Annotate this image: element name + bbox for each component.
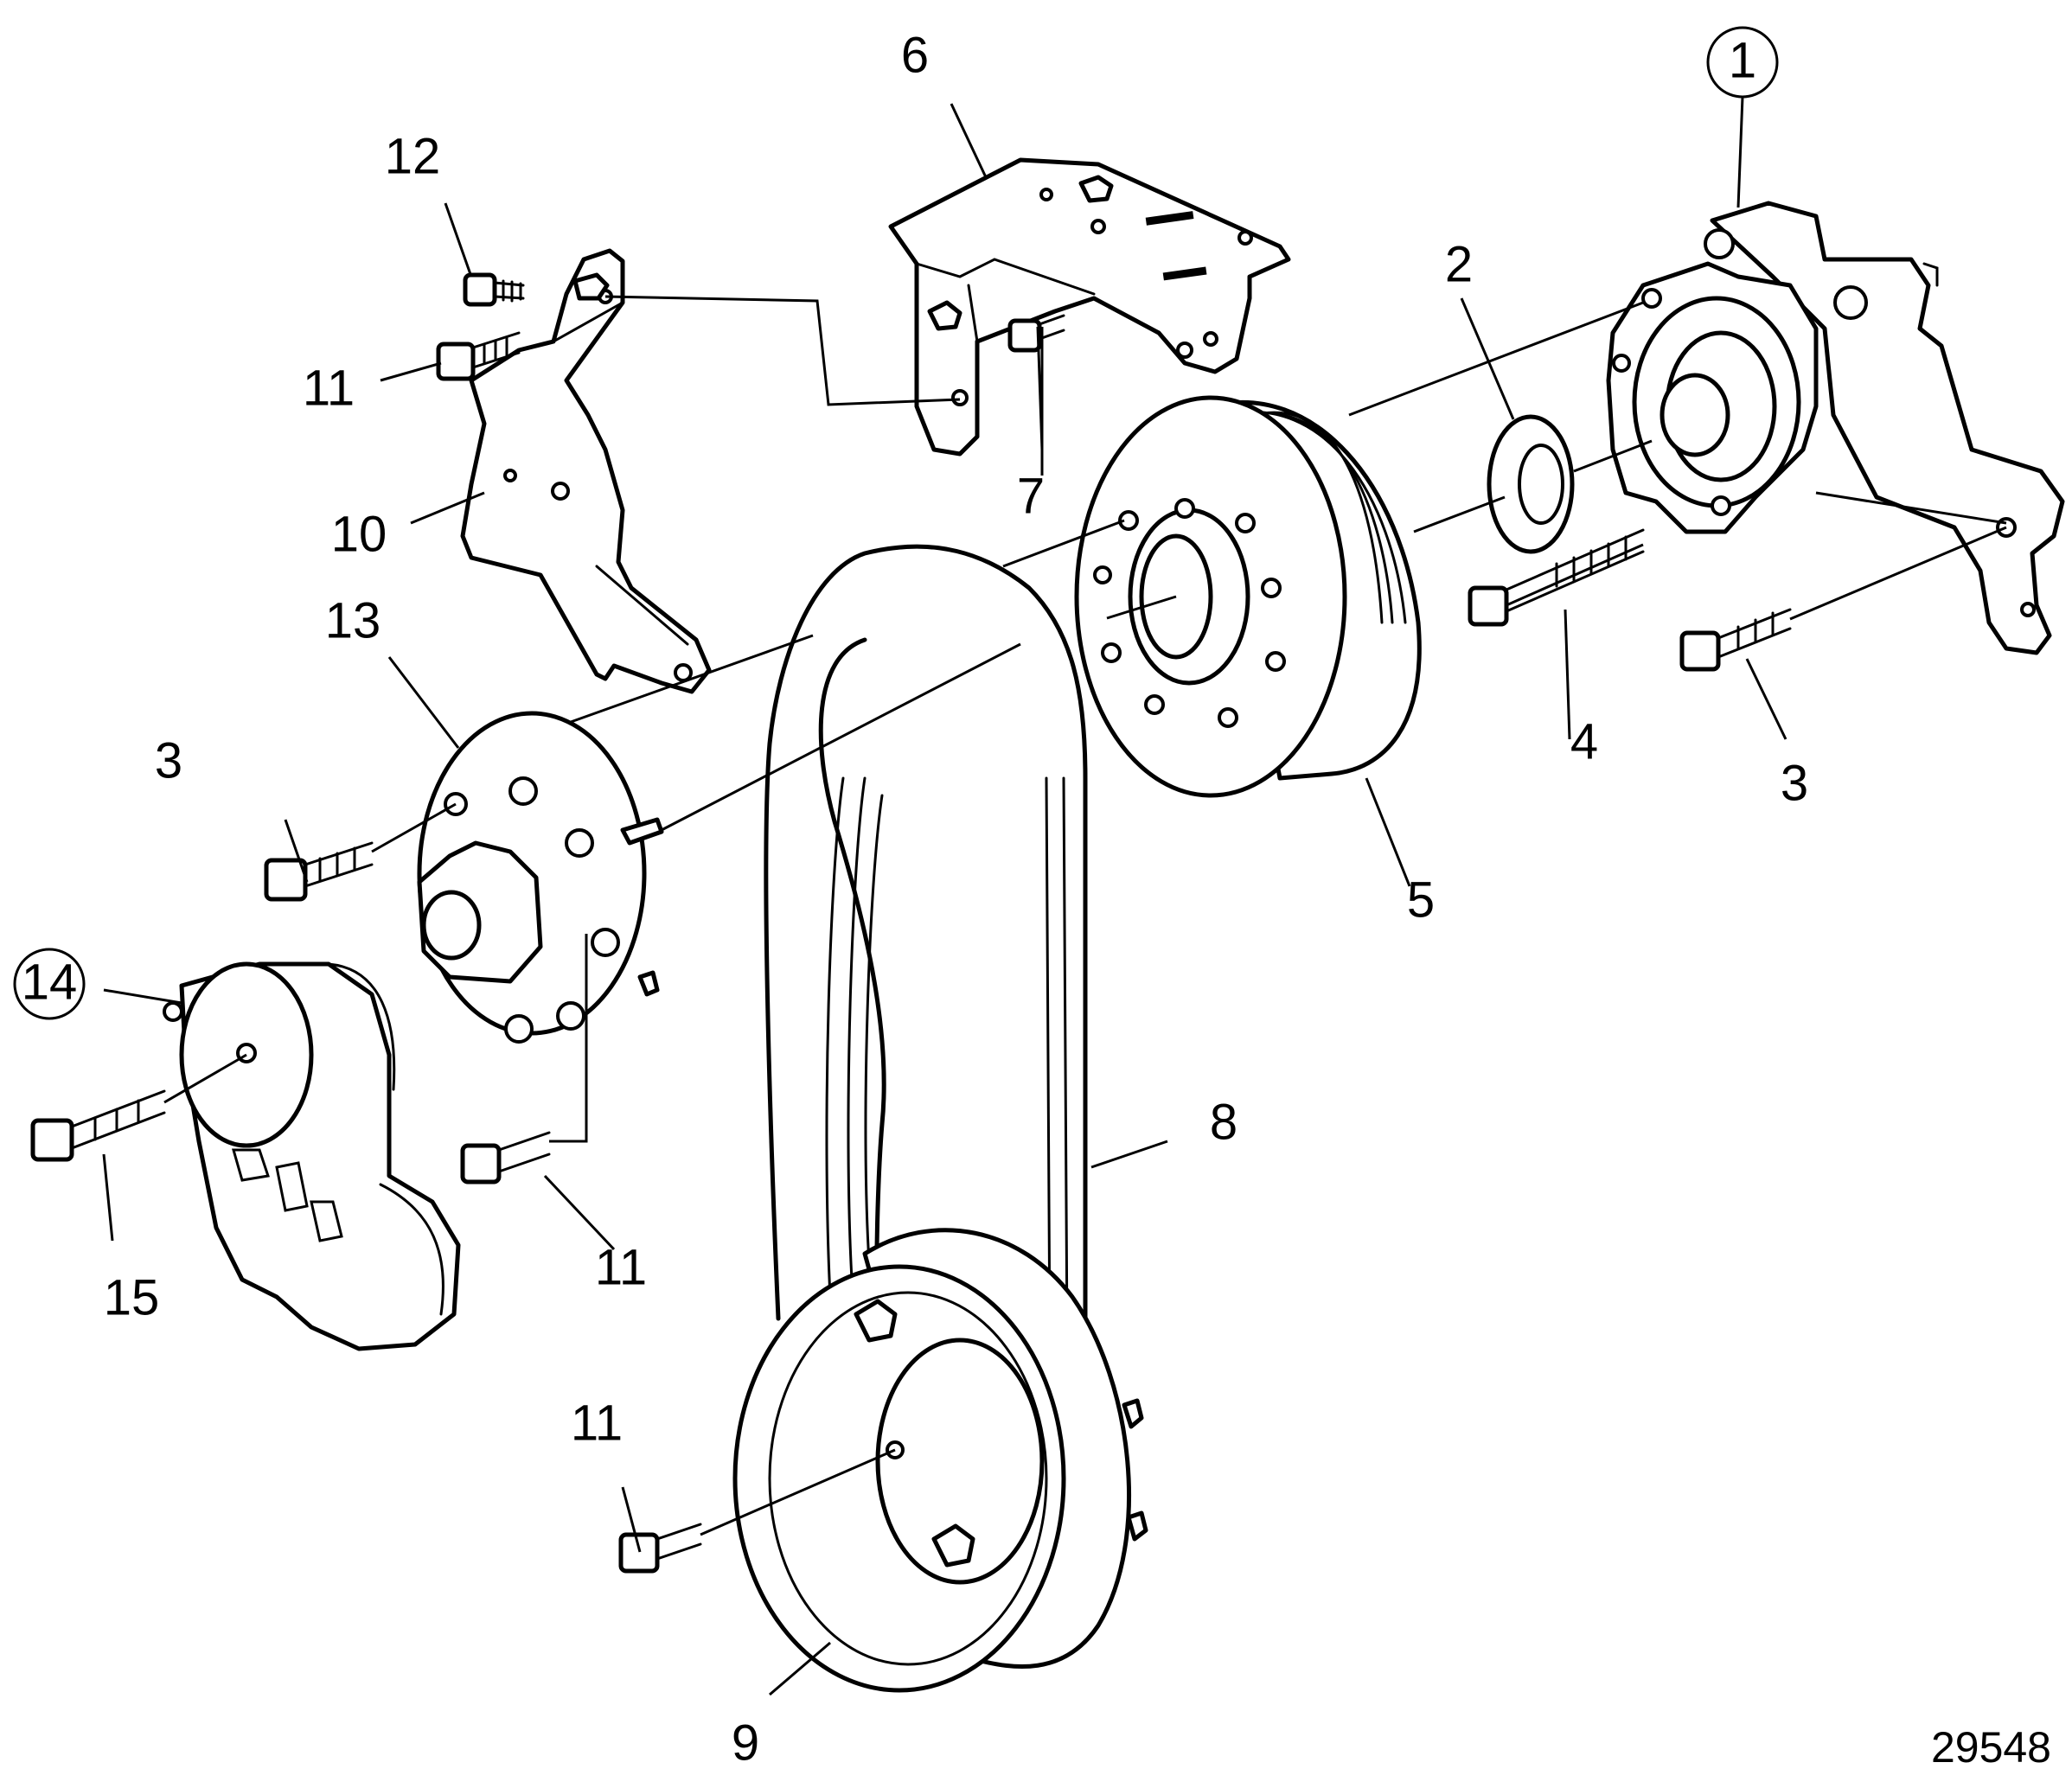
bolt-11-top (436, 331, 521, 381)
callout-12: 12 (385, 128, 441, 184)
callout-7: 7 (1017, 468, 1045, 524)
callout-8: 8 (1210, 1094, 1237, 1150)
callout-leaders (102, 96, 1787, 1696)
callout-11-top: 11 (303, 360, 355, 416)
callout-3-left: 3 (155, 732, 182, 789)
bolt-12 (463, 272, 525, 307)
belt-tensioner (163, 961, 461, 1351)
bolt-7 (1007, 314, 1065, 353)
large-pulley (1074, 395, 1422, 798)
alignment-lines (163, 301, 2007, 1536)
bolt-11-middle (460, 1131, 551, 1185)
bolt-4 (1468, 528, 1645, 627)
callout-11-middle: 11 (595, 1239, 647, 1295)
mounting-bracket-upper (888, 157, 1291, 457)
spacer-ring (1487, 414, 1575, 554)
callout-6: 6 (901, 27, 929, 83)
callout-15: 15 (104, 1269, 160, 1325)
bolt-15 (30, 1089, 166, 1162)
bolt-11-bottom (618, 1523, 702, 1574)
callout-11-bottom: 11 (571, 1395, 623, 1451)
bolt-3-left (264, 841, 374, 902)
alignment-line-bracket (604, 295, 961, 406)
callout-9: 9 (732, 1715, 759, 1771)
bolt-3-right (1679, 608, 1792, 672)
callout-circle-1 (1706, 26, 1779, 99)
callout-10: 10 (331, 506, 387, 562)
side-bracket (460, 248, 712, 694)
callout-3-right: 3 (1781, 755, 1808, 811)
callout-1: 1 (1729, 32, 1756, 88)
idler-hub-assembly (1606, 201, 2065, 655)
tensioner-hub (417, 711, 664, 1044)
crank-pulley (732, 1228, 1148, 1693)
callout-2: 2 (1445, 236, 1473, 292)
callout-4: 4 (1570, 713, 1598, 769)
callout-circle-14 (13, 948, 86, 1020)
figure-reference-number: 29548 (1931, 1723, 2051, 1772)
callout-5: 5 (1407, 872, 1435, 928)
callout-13: 13 (325, 592, 381, 648)
callout-14: 14 (22, 954, 78, 1010)
